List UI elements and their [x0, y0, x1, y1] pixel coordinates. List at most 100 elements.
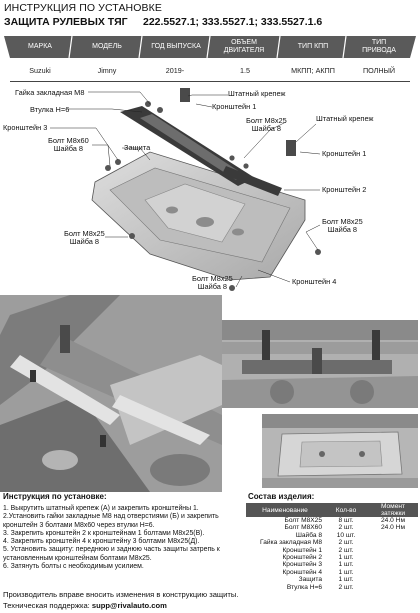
callout-bolt25-d-washer: Шайба 8 — [197, 282, 228, 292]
callout-bolt25-c: Болт М8х25 Шайба 8 — [64, 229, 105, 247]
component-name: Шайба 8 — [295, 531, 322, 539]
instruction-step: 1. Выкрутить штатный крепеж (А) и закреп… — [3, 505, 199, 512]
spec-header-brand: МАРКА — [28, 43, 52, 50]
part-codes: 222.5527.1; 333.5527.1; 333.5527.1.6 — [143, 16, 323, 28]
spec-header-model: МОДЕЛЬ — [92, 43, 122, 50]
component-name: Кронштейн 4 — [282, 568, 322, 576]
instruction-step: установленным кронштейнам болтами М8х25. — [3, 554, 152, 562]
component-qty: 2 шт. — [338, 546, 354, 554]
component-name: Кронштейн 2 — [282, 554, 322, 562]
component-torque — [368, 532, 418, 539]
spec-header-year: ГОД ВЫПУСКА — [151, 43, 201, 50]
component-torque — [368, 539, 418, 546]
spec-value-year: 2019- — [165, 65, 185, 75]
table-row: Кронштейн 4 1 шт. — [246, 569, 418, 576]
component-name: Втулка Н=6 — [286, 583, 322, 591]
component-qty: 1 шт. — [338, 568, 354, 576]
component-torque: 24.0 Нм — [381, 517, 405, 524]
callout-bolt25-a: Болт М8х25 Шайба 8 — [246, 116, 287, 134]
table-row: Кронштейн 2 1 шт. — [246, 554, 418, 561]
component-qty: 1 шт. — [338, 576, 354, 584]
instruction-step: кронштейн 3 болтами М8х60 через втулки Н… — [3, 521, 155, 529]
callout-bracket3: Кронштейн 3 — [3, 123, 48, 132]
table-row: Болт М8Х60 2 шт. 24.0 Нм — [246, 524, 418, 531]
table-row: Шайба 8 10 шт. — [246, 532, 418, 539]
footer-note: Производитель вправе вносить изменения в… — [3, 590, 239, 599]
instruction-step: 4. Закрепить кронштейн 4 к кронштейну 3 … — [3, 538, 200, 546]
instruction-step: 5. Установить защиту: переднюю и заднюю … — [3, 546, 220, 554]
spec-header-gearbox: ТИП КПП — [297, 43, 329, 50]
photo-guard-installed — [262, 414, 418, 488]
component-name: Болт М8Х25 — [284, 517, 322, 524]
spec-divider — [10, 81, 410, 82]
callout-bolt60-bolt: Болт М8х60 — [48, 136, 89, 145]
component-qty: 2 шт. — [338, 539, 354, 547]
component-name: Болт М8Х60 — [284, 524, 322, 532]
support-label: Техническая поддержка: — [3, 601, 90, 610]
callout-bolt25-d: Болт М8х25 Шайба 8 — [192, 274, 233, 292]
instructions-title: Инструкция по установке: — [3, 492, 107, 501]
components-header-qty: Кол-во — [324, 503, 368, 517]
component-torque: 24.0 Нм — [381, 524, 405, 532]
table-row: Гайка закладная М8 2 шт. — [246, 539, 418, 546]
callout-bolt25-a-bolt: Болт М8х25 — [246, 116, 287, 125]
spec-value-brand: Suzuki — [29, 65, 51, 75]
instruction-step: 2.Установить гайки закладные М8 над отве… — [3, 513, 219, 521]
callout-bolt25-c-bolt: Болт М8х25 — [64, 229, 105, 238]
instruction-step: 6. Затянуть болты с необходимым усилием. — [3, 563, 144, 571]
document-title: ИНСТРУКЦИЯ ПО УСТАНОВКЕ — [4, 2, 162, 14]
callout-bolt25-d-bolt: Болт М8х25 — [192, 274, 233, 283]
table-row: Защита 1 шт. — [246, 576, 418, 583]
component-torque — [368, 554, 418, 561]
callout-nut: Гайка закладная М8 — [15, 88, 85, 97]
component-torque — [368, 584, 418, 591]
callout-bolt25-a-washer: Шайба 8 — [251, 124, 282, 134]
callout-bracket4: Кронштейн 4 — [292, 277, 337, 286]
callout-bolt25-b-washer: Шайба 8 — [327, 225, 358, 235]
component-qty: 10 шт. — [336, 531, 356, 539]
callout-bolt25-b: Болт М8х25 Шайба 8 — [322, 217, 363, 235]
photo-underbody-installed — [0, 295, 222, 492]
components-header-name: Наименование — [246, 503, 324, 517]
assembly-drawing — [50, 88, 321, 291]
components-title: Состав изделия: — [248, 492, 315, 501]
table-row: Кронштейн 1 2 шт. — [246, 547, 418, 554]
component-torque — [368, 576, 418, 583]
footer-support: Техническая поддержка: supp@rivalauto.co… — [3, 601, 167, 610]
component-name: Кронштейн 1 — [282, 546, 322, 554]
components-table: Наименование Кол-во Момент затяжки Болт … — [246, 503, 418, 591]
component-name: Кронштейн 3 — [282, 561, 322, 569]
component-qty: 1 шт. — [338, 561, 354, 569]
spec-value-engine: 1.5 — [240, 65, 250, 75]
instruction-step: 3. Закрепить кронштейн 2 к кронштейнам 1… — [3, 529, 205, 537]
callout-bolt25-c-washer: Шайба 8 — [69, 237, 100, 247]
component-name: Защита — [298, 576, 322, 584]
callout-bracket1-top: Кронштейн 1 — [212, 102, 257, 111]
component-torque — [368, 547, 418, 554]
callout-bolt60: Болт М8х60 Шайба 8 — [48, 136, 89, 154]
callout-bracket2: Кронштейн 2 — [322, 185, 367, 194]
support-email-link[interactable]: supp@rivalauto.com — [91, 601, 167, 610]
photo-brackets-detail — [222, 320, 418, 408]
callout-guard: Защита — [124, 143, 151, 152]
component-name: Гайка закладная М8 — [260, 539, 322, 547]
callout-std-mount-right: Штатный крепеж — [316, 114, 374, 123]
table-row: Кронштейн 3 1 шт. — [246, 561, 418, 568]
component-torque — [368, 561, 418, 568]
component-qty: 8 шт. — [338, 517, 354, 524]
callout-bushing: Втулка Н=6 — [30, 105, 70, 114]
spec-header-drive: ТИП ПРИВОДА — [362, 39, 396, 54]
callout-bracket1-right: Кронштейн 1 — [322, 149, 367, 158]
component-qty: 2 шт. — [338, 524, 354, 532]
spec-value-model: Jimny — [97, 65, 117, 75]
spec-header-bar — [0, 32, 420, 60]
component-torque — [368, 569, 418, 576]
document-subtitle: ЗАЩИТА РУЛЕВЫХ ТЯГ — [4, 16, 128, 28]
spec-value-drive: ПОЛНЫЙ — [362, 65, 396, 75]
instructions-list: 1. Выкрутить штатный крепеж (А) и закреп… — [3, 505, 243, 571]
component-qty: 1 шт. — [338, 554, 354, 562]
components-header-torque: Момент затяжки — [368, 503, 418, 517]
spec-value-gearbox: МКПП; АКПП — [291, 65, 335, 75]
table-row: Болт М8Х25 8 шт. 24.0 Нм — [246, 517, 418, 524]
